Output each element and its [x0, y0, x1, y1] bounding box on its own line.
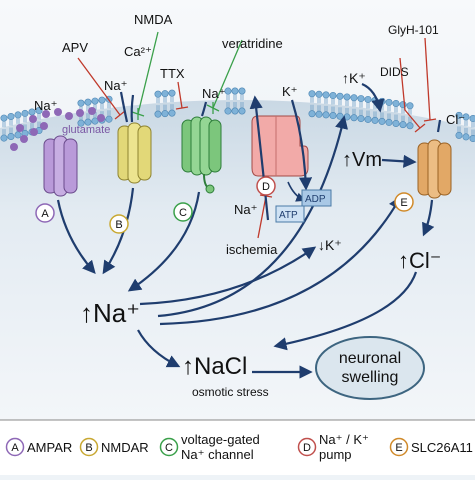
adp-box [301, 189, 332, 207]
glutamate-label: glutamate [62, 124, 110, 136]
na-k-pump [251, 115, 309, 177]
badge-c: C [173, 202, 193, 222]
vm-label: ↑Vm [342, 149, 382, 171]
veratridine-label: veratridine [222, 36, 283, 51]
k-d-label: K⁺ [282, 84, 298, 99]
legend-label: Na⁺ channel [181, 447, 254, 462]
na-a-label: Na⁺ [34, 98, 57, 113]
k-up-label: ↑K⁺ [342, 70, 366, 86]
osmotic-label: osmotic stress [192, 385, 269, 399]
atp-label: ATP [279, 210, 298, 221]
swelling-line-2: swelling [342, 369, 399, 386]
legend-letter: C [165, 442, 173, 454]
badge-letter: E [400, 197, 407, 209]
legend-label: pump [319, 447, 352, 462]
legend-item-b: B NMDAR [79, 437, 149, 457]
neuronal-swelling-ellipse [315, 336, 425, 400]
badge-e: E [394, 192, 414, 212]
badge-letter: D [262, 181, 270, 193]
slc26a11-transporter [417, 139, 452, 199]
legend-label: voltage-gated [181, 432, 260, 447]
na-c-label: Na⁺ [202, 86, 225, 101]
badge-letter: B [115, 219, 122, 231]
labels: Na⁺ glutamate APV NMDA Ca²⁺ Na⁺ TTX vera… [34, 12, 465, 399]
swelling-line-1: neuronal [339, 350, 401, 367]
badge-b: B [109, 214, 129, 234]
stimulator-lines [131, 31, 243, 120]
legend-letter: B [85, 442, 92, 454]
legend-label: SLC26A11 [411, 440, 473, 455]
k-down-label: ↓K⁺ [318, 237, 342, 253]
nmdar-channel [117, 122, 152, 184]
ischemia-label: ischemia [226, 242, 278, 257]
badge-letter: C [179, 207, 187, 219]
badge-d: D [256, 176, 276, 196]
nacl-label: ↑NaCl [182, 353, 247, 380]
na-d-label: Na⁺ [234, 202, 257, 217]
na-up-label: ↑Na⁺ [80, 298, 140, 328]
legend-item-a: A AMPAR [5, 437, 72, 457]
ttx-label: TTX [160, 66, 185, 81]
channel-badges: A B C D E [35, 176, 414, 234]
glutamate-dots [10, 107, 105, 151]
dids-label: DIDS [380, 65, 409, 79]
nmda-label: NMDA [134, 12, 173, 27]
na-b-label: Na⁺ [104, 78, 127, 93]
legend-item-d: D Na⁺ / K⁺pump [297, 432, 369, 462]
glyh-label: GlyH-101 [388, 23, 439, 37]
legend-letter: A [11, 442, 19, 454]
legend-label: Na⁺ / K⁺ [319, 432, 369, 447]
nav-channel [181, 116, 222, 194]
apv-label: APV [62, 40, 88, 55]
adp-label: ADP [305, 194, 326, 205]
legend-label: AMPAR [27, 440, 72, 455]
ampar-channel [43, 135, 78, 197]
cl-e-label: Cl⁻ [446, 112, 465, 127]
ca-b-label: Ca²⁺ [124, 44, 152, 59]
legend-letter: D [303, 442, 311, 454]
badge-letter: A [41, 208, 49, 220]
cl-up-label: ↑Cl⁻ [398, 248, 441, 273]
atp-box [275, 205, 305, 223]
badge-a: A [35, 203, 55, 223]
legend-letter: E [395, 442, 402, 454]
legend-item-e: E SLC26A11 [389, 437, 473, 457]
legend-label: NMDAR [101, 440, 149, 455]
